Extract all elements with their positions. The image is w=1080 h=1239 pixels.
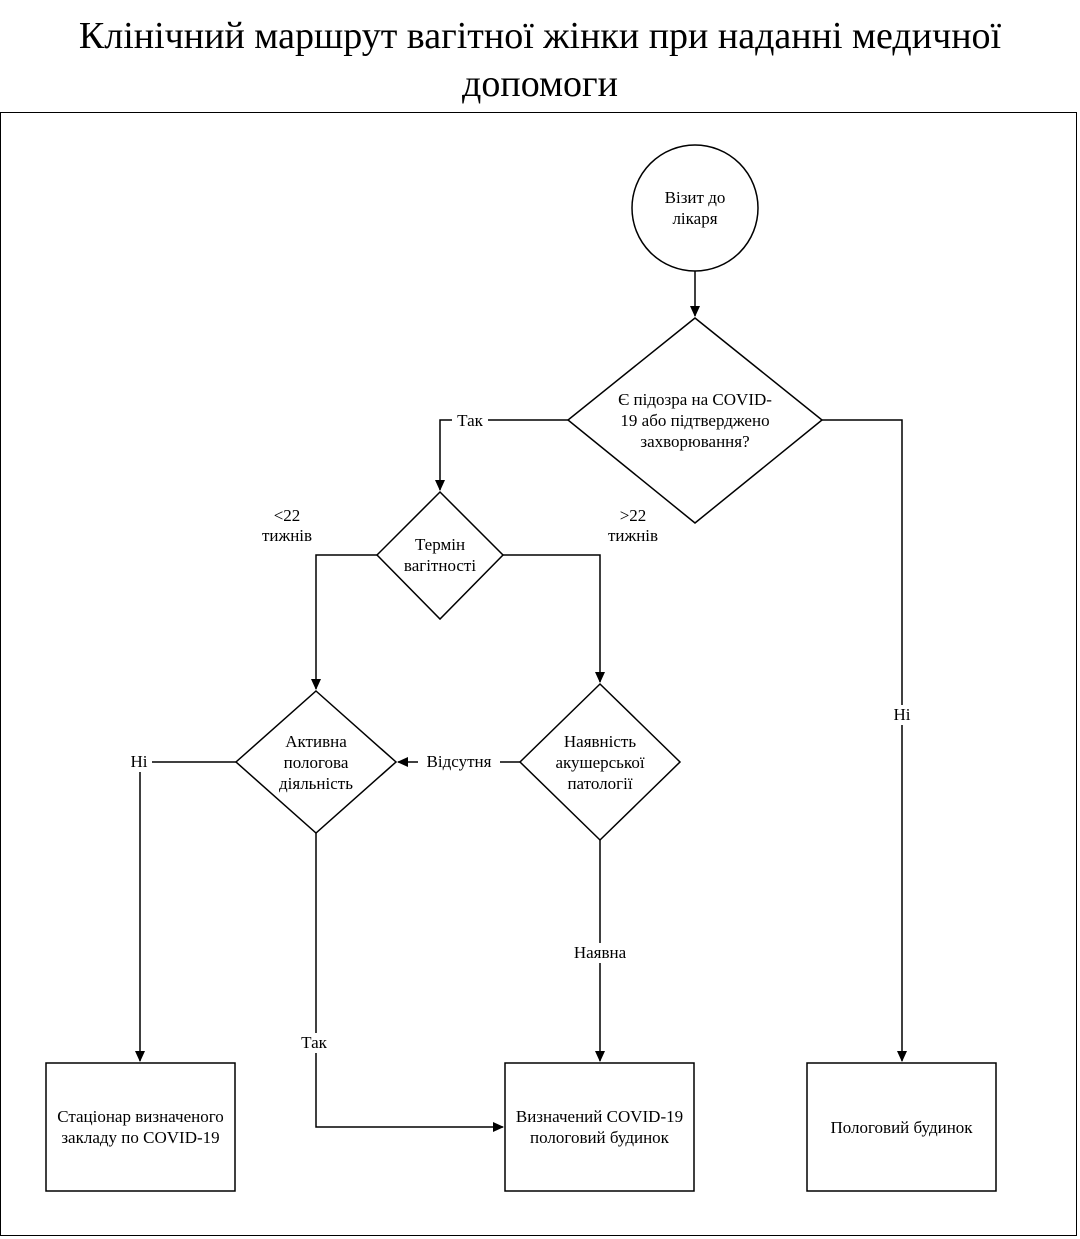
hospital-covid-box (45, 1062, 236, 1192)
page-title: Клінічний маршрут вагітної жінки при над… (78, 15, 1002, 105)
edge-labor-yes (315, 833, 504, 1132)
active-labor-label: Активна пологова діяльність (279, 731, 353, 793)
edge-label-present: Наявна (562, 943, 638, 963)
edge-label-lt22: <22 тижнів (261, 506, 313, 545)
obstetric-label: Наявність акушерської патології (555, 731, 645, 793)
maternity-label: Пологовий будинок (830, 1117, 973, 1137)
edge-label-no-labor: Ні (126, 752, 152, 772)
maternity-box (806, 1062, 997, 1192)
edge-label-yes-labor: Так (294, 1033, 334, 1053)
edge-labor-no (135, 761, 236, 1062)
edge-label-no-covid: Ні (889, 705, 915, 725)
edge-term-gt22 (503, 554, 605, 683)
edge-check-yes (435, 419, 568, 491)
edge-term-lt22 (311, 554, 377, 690)
diagram-frame (0, 112, 1077, 1236)
term-diamond (375, 490, 505, 621)
start-label: Візит до лікаря (664, 188, 726, 228)
term-label: Термін вагітності (403, 535, 477, 575)
covid-maternity-box (504, 1062, 695, 1192)
covid-maternity-label: Визначений COVID-19 пологовий будинок (515, 1107, 684, 1147)
edge-check-no (822, 419, 907, 1062)
edge-label-gt22: >22 тижнів (607, 506, 659, 545)
covid-check-label: Є підозра на COVID-19 або підтверджено з… (618, 389, 772, 451)
hospital-covid-label: Стаціонар визначеного закладу по COVID-1… (57, 1107, 224, 1147)
edge-label-yes-covid: Так (452, 411, 488, 431)
covid-check-diamond (566, 317, 824, 524)
edge-label-absent: Відсутня (418, 752, 500, 772)
